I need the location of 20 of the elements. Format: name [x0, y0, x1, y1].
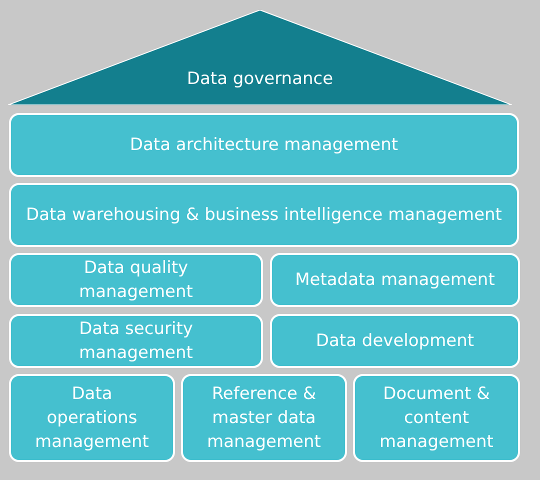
category-box [9, 314, 263, 368]
category-label: Data operations management [34, 383, 150, 454]
category-label: Reference & master data management [206, 383, 322, 454]
category-box [9, 183, 519, 247]
heading-text: Data governance [186, 68, 334, 91]
category-label: Data warehousing & business intelligence management [26, 204, 502, 227]
category-box [270, 253, 520, 307]
category-label: Data security management [78, 318, 194, 365]
category-box [181, 374, 347, 462]
category-box [9, 253, 263, 307]
roof-triangle [8, 10, 512, 105]
category-label: Data development [316, 330, 474, 353]
category-label: Document & content management [378, 383, 494, 454]
category-label: Metadata management [295, 269, 495, 292]
category-box [270, 314, 520, 368]
category-label: Data architecture management [130, 134, 398, 157]
category-label: Data quality management [78, 257, 194, 304]
category-box [9, 374, 175, 462]
category-box [9, 113, 519, 177]
category-box [353, 374, 520, 462]
